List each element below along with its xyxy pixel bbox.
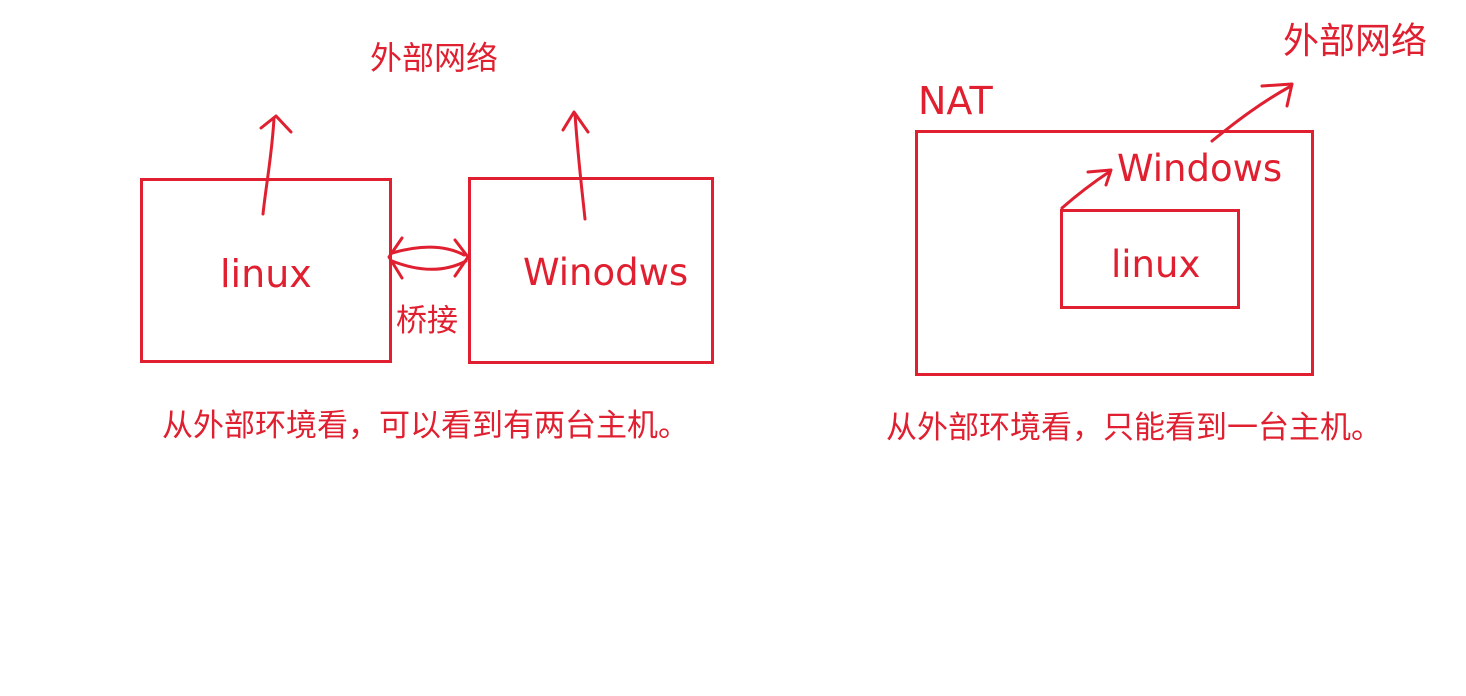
windows-up-arrowhead xyxy=(561,110,590,134)
bridge-external-network-label: 外部网络 xyxy=(370,39,499,77)
bridge-link-bottom xyxy=(390,259,468,271)
windows-up-arrow xyxy=(573,112,587,221)
bridge-windows-box xyxy=(468,177,714,364)
nat-linux-box xyxy=(1060,209,1240,309)
nat-linux-to-windows-arrowhead xyxy=(1086,168,1113,187)
nat-windows-label: Windows xyxy=(1117,147,1283,190)
bridge-link-top xyxy=(390,245,466,257)
nat-windows-to-external-arrow xyxy=(1210,84,1293,143)
bridge-linux-label: linux xyxy=(220,252,312,296)
nat-linux-label: linux xyxy=(1111,243,1201,286)
bridge-link-left-head xyxy=(387,236,404,280)
bridge-connection-label: 桥接 xyxy=(396,303,458,339)
nat-external-network-label: 外部网络 xyxy=(1283,21,1428,62)
nat-windows-to-external-arrowhead xyxy=(1260,82,1294,108)
nat-outer-box xyxy=(915,130,1314,376)
nat-caption: 从外部环境看，只能看到一台主机。 xyxy=(886,410,1382,446)
bridge-windows-label: Winodws xyxy=(523,251,689,294)
linux-up-arrow xyxy=(261,116,276,216)
linux-up-arrowhead xyxy=(259,114,293,134)
nat-title: NAT xyxy=(918,79,993,123)
nat-linux-to-windows-arrow xyxy=(1060,170,1111,210)
bridge-caption: 从外部环境看，可以看到有两台主机。 xyxy=(162,408,689,444)
bridge-link-right-head xyxy=(453,238,470,278)
